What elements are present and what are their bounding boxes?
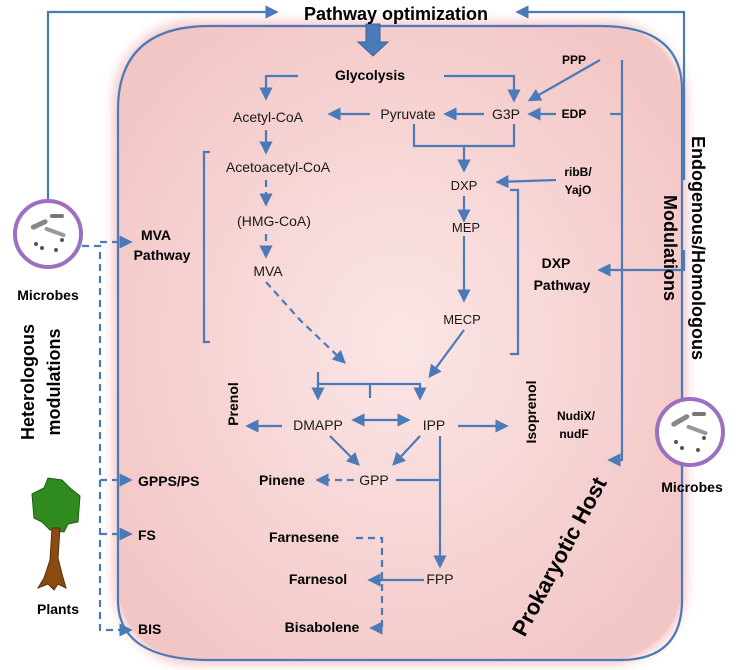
prenol-label: Prenol [225,382,241,426]
dxp-pathway-arrows [428,175,620,379]
mva-pathway-label-1: MVA [141,227,171,243]
pyruvate-label: Pyruvate [380,106,435,122]
mva-pathway-label-2: Pathway [134,247,191,263]
heterologous-label-2: modulations [44,329,64,436]
ppp-label: PPP [562,53,586,67]
mep-label: MEP [452,220,480,235]
plant-tree-icon [31,477,81,591]
prokaryotic-host-cell [114,22,686,664]
dxp-pathway-label-1: DXP [542,255,571,271]
endogenous-arrows [607,60,686,467]
nudix-label: NudiX/ [557,409,596,423]
isoprenoid-core-arrows [245,372,509,635]
ipp-label: IPP [423,417,446,433]
bisabolene-label: Bisabolene [285,619,360,635]
dmapp-label: DMAPP [293,417,343,433]
fs-label: FS [138,527,156,543]
nudf-label: nudF [559,427,588,441]
pinene-label: Pinene [259,472,305,488]
heterologous-label-1: Heterologous [18,324,38,440]
microbes-left-icon [13,199,83,269]
dxp-label: DXP [451,178,478,193]
farnesene-label: Farnesene [269,529,339,545]
g3p-label: G3P [492,106,520,122]
yajo-label: YajO [565,183,592,197]
optimization-down-arrow [356,23,390,57]
dxp-pathway-label-2: Pathway [534,277,591,293]
microbes-right-label: Microbes [661,479,723,495]
hmg-coa-label: (HMG-CoA) [237,213,311,229]
acetoacetyl-coa-label: Acetoacetyl-CoA [226,159,331,175]
fpp-label: FPP [426,571,453,587]
bis-label: BIS [138,621,161,637]
plants-label: Plants [37,601,79,617]
endogenous-label-1: Endogenous/Homologous [688,136,708,360]
heterologous-arrows [70,235,133,637]
edp-label: EDP [562,107,587,121]
outer-feedback-arrows [46,5,686,200]
microbes-left-label: Microbes [17,287,79,303]
central-carbon-arrows [259,59,601,173]
pathway-optimization-title: Pathway optimization [304,4,488,24]
gpps-ps-label: GPPS/PS [138,473,199,489]
acetyl-coa-label: Acetyl-CoA [233,109,304,125]
mecp-label: MECP [443,312,481,327]
mva-pathway-arrows [202,130,346,364]
ribb-label: ribB/ [564,165,592,179]
isoprenol-label: Isoprenol [523,380,539,443]
mva-label: MVA [253,263,283,279]
glycolysis-label: Glycolysis [335,67,405,83]
endogenous-label-2: Modulations [660,195,680,301]
farnesol-label: Farnesol [289,571,347,587]
microbes-right-icon [655,397,725,467]
gpp-label: GPP [359,472,389,488]
